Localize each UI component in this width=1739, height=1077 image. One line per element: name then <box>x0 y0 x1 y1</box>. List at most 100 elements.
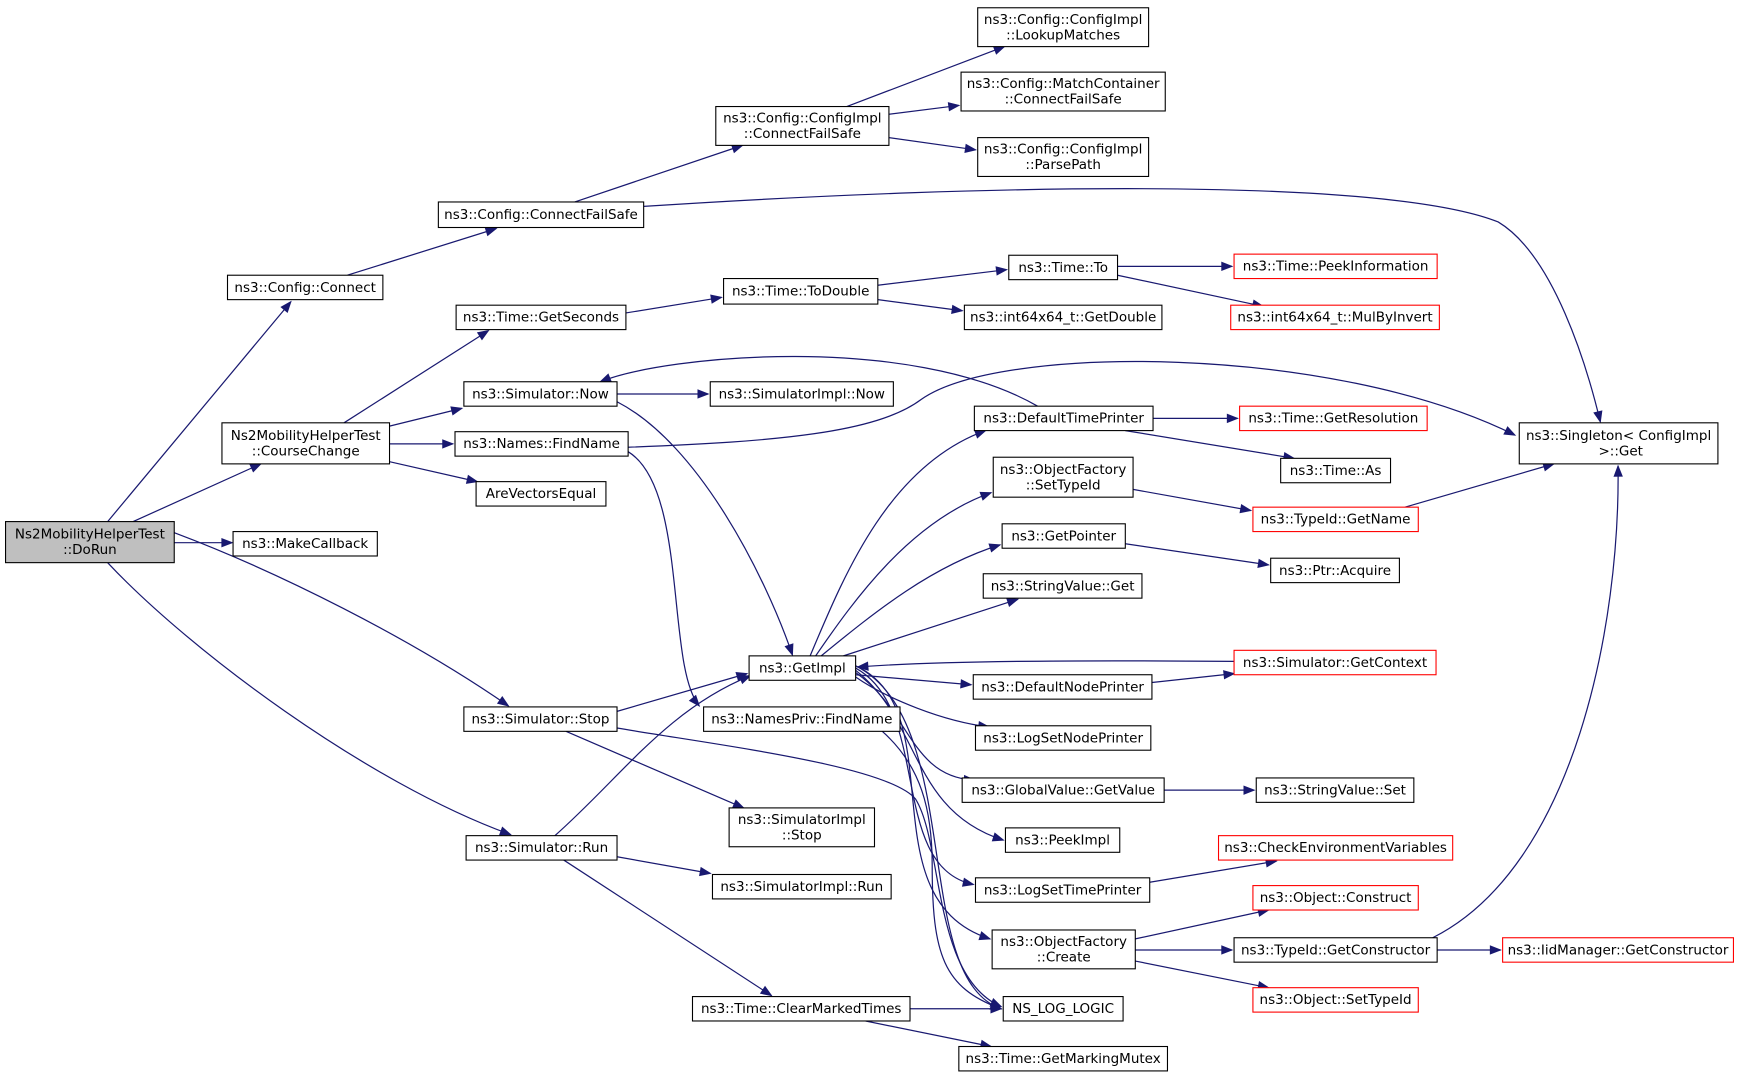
node-label: ns3::CheckEnvironmentVariables <box>1224 840 1447 856</box>
edge-line <box>1149 860 1277 883</box>
node-doRun: Ns2MobilityHelperTest::DoRun <box>4 521 175 564</box>
node-singletonGet[interactable]: ns3::Singleton< ConfigImpl >::Get <box>1518 422 1719 465</box>
node-box <box>475 481 607 507</box>
node-objectSetTypeId[interactable]: ns3::Object::SetTypeId <box>1252 987 1419 1013</box>
node-label: ns3::Time::ToDouble <box>732 284 869 300</box>
node-ofCreate[interactable]: ns3::ObjectFactory::Create <box>991 929 1136 970</box>
node-simImplRun[interactable]: ns3::SimulatorImpl::Run <box>711 873 892 900</box>
node-label: ::ParsePath <box>1025 157 1100 173</box>
arrowhead <box>476 329 490 341</box>
node-mulByInvert[interactable]: ns3::int64x64_t::MulByInvert <box>1230 304 1440 331</box>
node-getImpl[interactable]: ns3::GetImpl <box>748 655 857 681</box>
node-defaultTimePrinter[interactable]: ns3::DefaultTimePrinter <box>973 405 1154 432</box>
node-namesFindName[interactable]: ns3::Names::FindName <box>454 431 629 457</box>
node-simRun[interactable]: ns3::Simulator::Run <box>465 835 618 861</box>
node-label: ns3::Config::ConnectFailSafe <box>444 207 638 223</box>
node-getSeconds[interactable]: ns3::Time::GetSeconds <box>455 304 627 331</box>
node-checkEnvVars[interactable]: ns3::CheckEnvironmentVariables <box>1217 835 1454 861</box>
node-simImplStop[interactable]: ns3::SimulatorImpl::Stop <box>728 807 876 848</box>
arrowhead <box>978 931 992 941</box>
node-areVectorsEqual[interactable]: AreVectorsEqual <box>475 481 607 507</box>
node-ofSetTypeId[interactable]: ns3::ObjectFactory::SetTypeId <box>992 456 1134 498</box>
arrowhead <box>1239 504 1253 514</box>
node-iidGetConstructor[interactable]: ns3::IidManager::GetConstructor <box>1502 937 1735 963</box>
node-parsePath[interactable]: ns3::Config::ConfigImpl::ParsePath <box>977 137 1150 178</box>
node-globalGetValue[interactable]: ns3::GlobalValue::GetValue <box>961 777 1165 803</box>
node-getMarkingMutex[interactable]: ns3::Time::GetMarkingMutex <box>958 1045 1169 1072</box>
node-logSetTimePrinter[interactable]: ns3::LogSetTimePrinter <box>974 877 1151 903</box>
edge-line <box>1404 463 1554 508</box>
node-label: Ns2MobilityHelperTest <box>15 527 165 543</box>
node-matchConnectFailSafe[interactable]: ns3::Config::MatchContainer::ConnectFail… <box>960 71 1166 112</box>
node-simStop[interactable]: ns3::Simulator::Stop <box>463 706 618 732</box>
node-stringValueSet[interactable]: ns3::StringValue::Set <box>1255 777 1415 803</box>
arrowhead <box>738 675 752 685</box>
arrowhead <box>732 799 745 809</box>
node-box <box>703 706 901 732</box>
node-box <box>1239 405 1428 432</box>
node-clearMarkedTimes[interactable]: ns3::Time::ClearMarkedTimes <box>691 996 911 1022</box>
node-simNow[interactable]: ns3::Simulator::Now <box>463 381 618 407</box>
node-label: ns3::Time::As <box>1290 463 1382 479</box>
node-courseChange[interactable]: Ns2MobilityHelperTest::CourseChange <box>221 422 391 465</box>
edge-timeTo-to-mulByInvert <box>1117 274 1265 309</box>
edge-courseChange-to-namesFindName <box>389 439 455 449</box>
edge-line <box>616 856 711 874</box>
node-simImplNow[interactable]: ns3::SimulatorImpl::Now <box>709 381 894 407</box>
node-lookupMatches[interactable]: ns3::Config::ConfigImpl::LookupMatches <box>977 7 1150 48</box>
node-label: ns3::SimulatorImpl::Now <box>719 386 885 402</box>
node-timeAs[interactable]: ns3::Time::As <box>1280 457 1392 484</box>
node-typeIdGetConstructor[interactable]: ns3::TypeId::GetConstructor <box>1233 937 1438 963</box>
edge-courseChange-to-areVectorsEqual <box>389 461 479 484</box>
node-getResolution[interactable]: ns3::Time::GetResolution <box>1239 405 1428 432</box>
node-toDouble[interactable]: ns3::Time::ToDouble <box>723 278 879 305</box>
node-simGetContext[interactable]: ns3::Simulator::GetContext <box>1233 649 1437 676</box>
edge-getPointer-to-ptrAcquire <box>1125 543 1270 568</box>
node-configConnectFailSafe[interactable]: ns3::Config::ConnectFailSafe <box>437 201 645 229</box>
node-label: ns3::ObjectFactory <box>1000 462 1127 478</box>
node-label: Ns2MobilityHelperTest <box>231 428 381 444</box>
edge-line <box>855 665 1002 1010</box>
arrowhead <box>947 102 961 112</box>
arrowhead <box>784 643 794 657</box>
edge-courseChange-to-getSeconds <box>343 329 490 424</box>
node-box <box>463 706 618 732</box>
edges-layer <box>107 45 1623 1050</box>
arrowhead <box>249 463 263 473</box>
node-nsLogLogic[interactable]: NS_LOG_LOGIC <box>1002 996 1124 1022</box>
node-int64GetDouble[interactable]: ns3::int64x64_t::GetDouble <box>963 304 1163 331</box>
node-getPointer[interactable]: ns3::GetPointer <box>1001 523 1126 549</box>
node-peekInformation[interactable]: ns3::Time::PeekInformation <box>1233 253 1438 280</box>
node-timeTo[interactable]: ns3::Time::To <box>1008 254 1119 281</box>
node-label: ns3::PeekImpl <box>1015 832 1110 848</box>
edge-doRun-to-simRun <box>107 562 512 836</box>
node-box <box>991 929 1136 970</box>
node-makeCallback[interactable]: ns3::MakeCallback <box>232 531 378 557</box>
arrowhead <box>1257 558 1270 568</box>
node-defaultNodePrinter[interactable]: ns3::DefaultNodePrinter <box>972 674 1153 700</box>
node-configConnect[interactable]: ns3::Config::Connect <box>226 274 384 301</box>
node-label: ns3::Object::SetTypeId <box>1260 992 1412 1008</box>
edge-line <box>1432 466 1619 939</box>
arrowhead <box>1489 945 1502 955</box>
node-label: ns3::Time::To <box>1018 260 1108 276</box>
edge-implConnectFailSafe-to-matchConnectFailSafe <box>888 102 961 115</box>
node-ptrAcquire[interactable]: ns3::Ptr::Acquire <box>1270 557 1400 584</box>
node-objectConstruct[interactable]: ns3::Object::Construct <box>1252 885 1419 911</box>
node-box <box>992 456 1134 498</box>
node-namesPrivFindName[interactable]: ns3::NamesPriv::FindName <box>703 706 901 732</box>
edge-simRun-to-getImpl <box>554 675 752 837</box>
node-logSetNodePrinter[interactable]: ns3::LogSetNodePrinter <box>974 725 1152 751</box>
node-typeIdGetName[interactable]: ns3::TypeId::GetName <box>1252 506 1419 533</box>
edge-timeTo-to-peekInformation <box>1117 261 1234 272</box>
arrowhead <box>992 45 1006 55</box>
node-stringValueGet[interactable]: ns3::StringValue::Get <box>982 573 1143 599</box>
edge-simStop-to-getImpl <box>616 672 749 712</box>
node-box <box>1252 506 1419 533</box>
node-box <box>709 381 894 407</box>
node-label: ns3::Config::MatchContainer <box>967 76 1160 92</box>
node-implConnectFailSafe[interactable]: ns3::Config::ConfigImpl::ConnectFailSafe <box>715 105 890 146</box>
node-label: ns3::StringValue::Set <box>1264 782 1406 798</box>
node-peekImpl[interactable]: ns3::PeekImpl <box>1004 827 1121 853</box>
